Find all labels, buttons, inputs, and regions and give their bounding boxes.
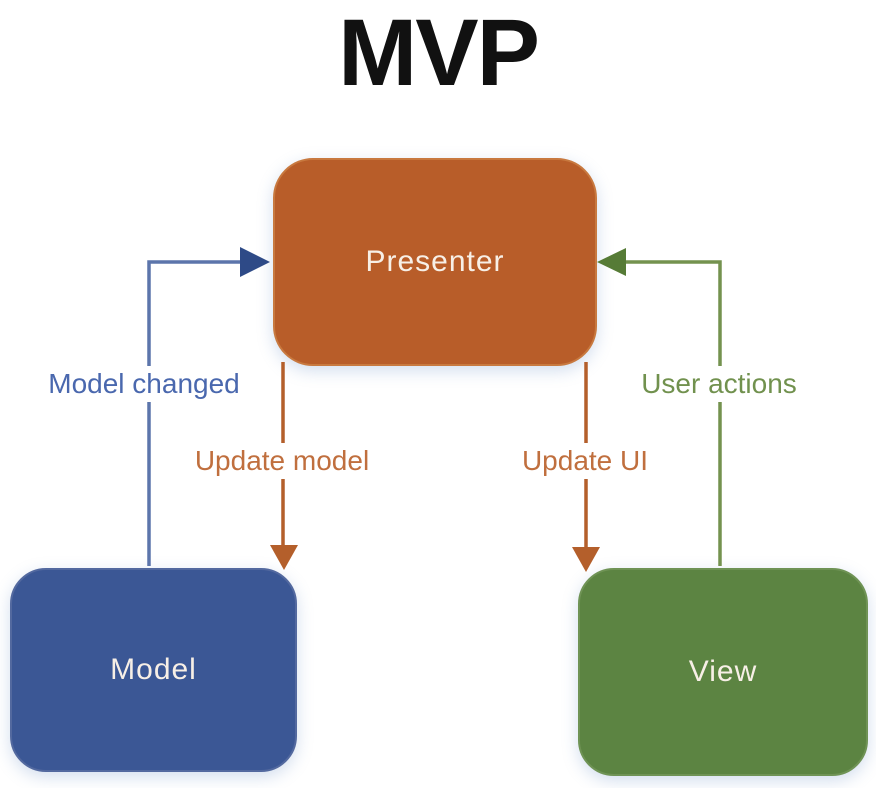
model-changed-label: Model changed	[43, 366, 245, 402]
user-actions-arrow	[597, 248, 722, 566]
presenter-node: Presenter	[273, 158, 597, 366]
update-ui-label: Update UI	[516, 443, 654, 479]
model-changed-arrow	[147, 247, 270, 566]
update-model-label: Update model	[189, 443, 375, 479]
view-node: View	[578, 568, 868, 776]
presenter-label: Presenter	[365, 245, 505, 278]
user-actions-label: User actions	[636, 366, 802, 402]
view-label: View	[688, 655, 758, 688]
model-label: Model	[110, 653, 197, 686]
diagram-title: MVP	[338, 0, 540, 106]
model-node: Model	[10, 568, 297, 772]
